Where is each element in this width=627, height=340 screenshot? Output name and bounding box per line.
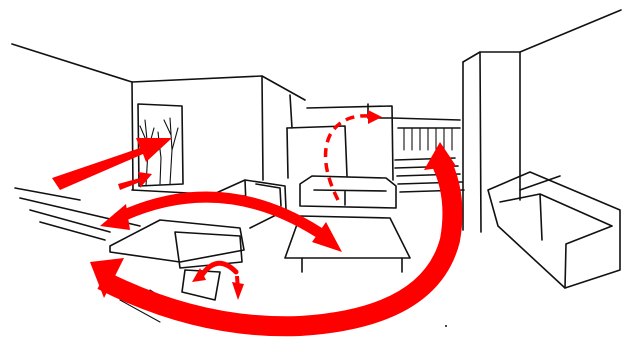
bench-arrow-stem bbox=[237, 276, 238, 290]
sofa-right-cushions bbox=[500, 194, 612, 288]
sofa-center bbox=[300, 176, 396, 208]
flow-arrows bbox=[52, 110, 456, 326]
room-walls bbox=[12, 10, 621, 240]
dashed-arrow-head bbox=[368, 110, 382, 124]
floor-line bbox=[40, 222, 105, 240]
window-light-arrow-small bbox=[118, 172, 152, 190]
right-ceiling-line bbox=[520, 10, 621, 52]
partition-edge bbox=[287, 128, 288, 178]
tree-right bbox=[164, 118, 178, 184]
railing-bars bbox=[404, 128, 452, 150]
left-ceiling-line bbox=[12, 44, 132, 82]
main-arrow-head-top bbox=[424, 142, 456, 170]
window-light-arrow bbox=[52, 138, 172, 190]
floor-dot bbox=[445, 325, 447, 327]
coffee-table-legs bbox=[302, 258, 402, 272]
right-column bbox=[463, 52, 520, 200]
right-column-inner bbox=[480, 52, 481, 232]
left-wall-corner bbox=[132, 82, 133, 190]
low-bench-block bbox=[175, 232, 242, 268]
mezzanine-edge bbox=[392, 118, 460, 120]
back-ceiling-line bbox=[132, 76, 305, 100]
partition-panel bbox=[287, 126, 347, 176]
back-wall-edge bbox=[262, 76, 263, 180]
sofa-center-cushions bbox=[314, 190, 386, 205]
floor-line bbox=[15, 188, 80, 200]
sofa-to-upper-dashed-arrow bbox=[326, 116, 371, 200]
back-wall-column bbox=[290, 95, 292, 128]
floor-line bbox=[30, 210, 110, 232]
